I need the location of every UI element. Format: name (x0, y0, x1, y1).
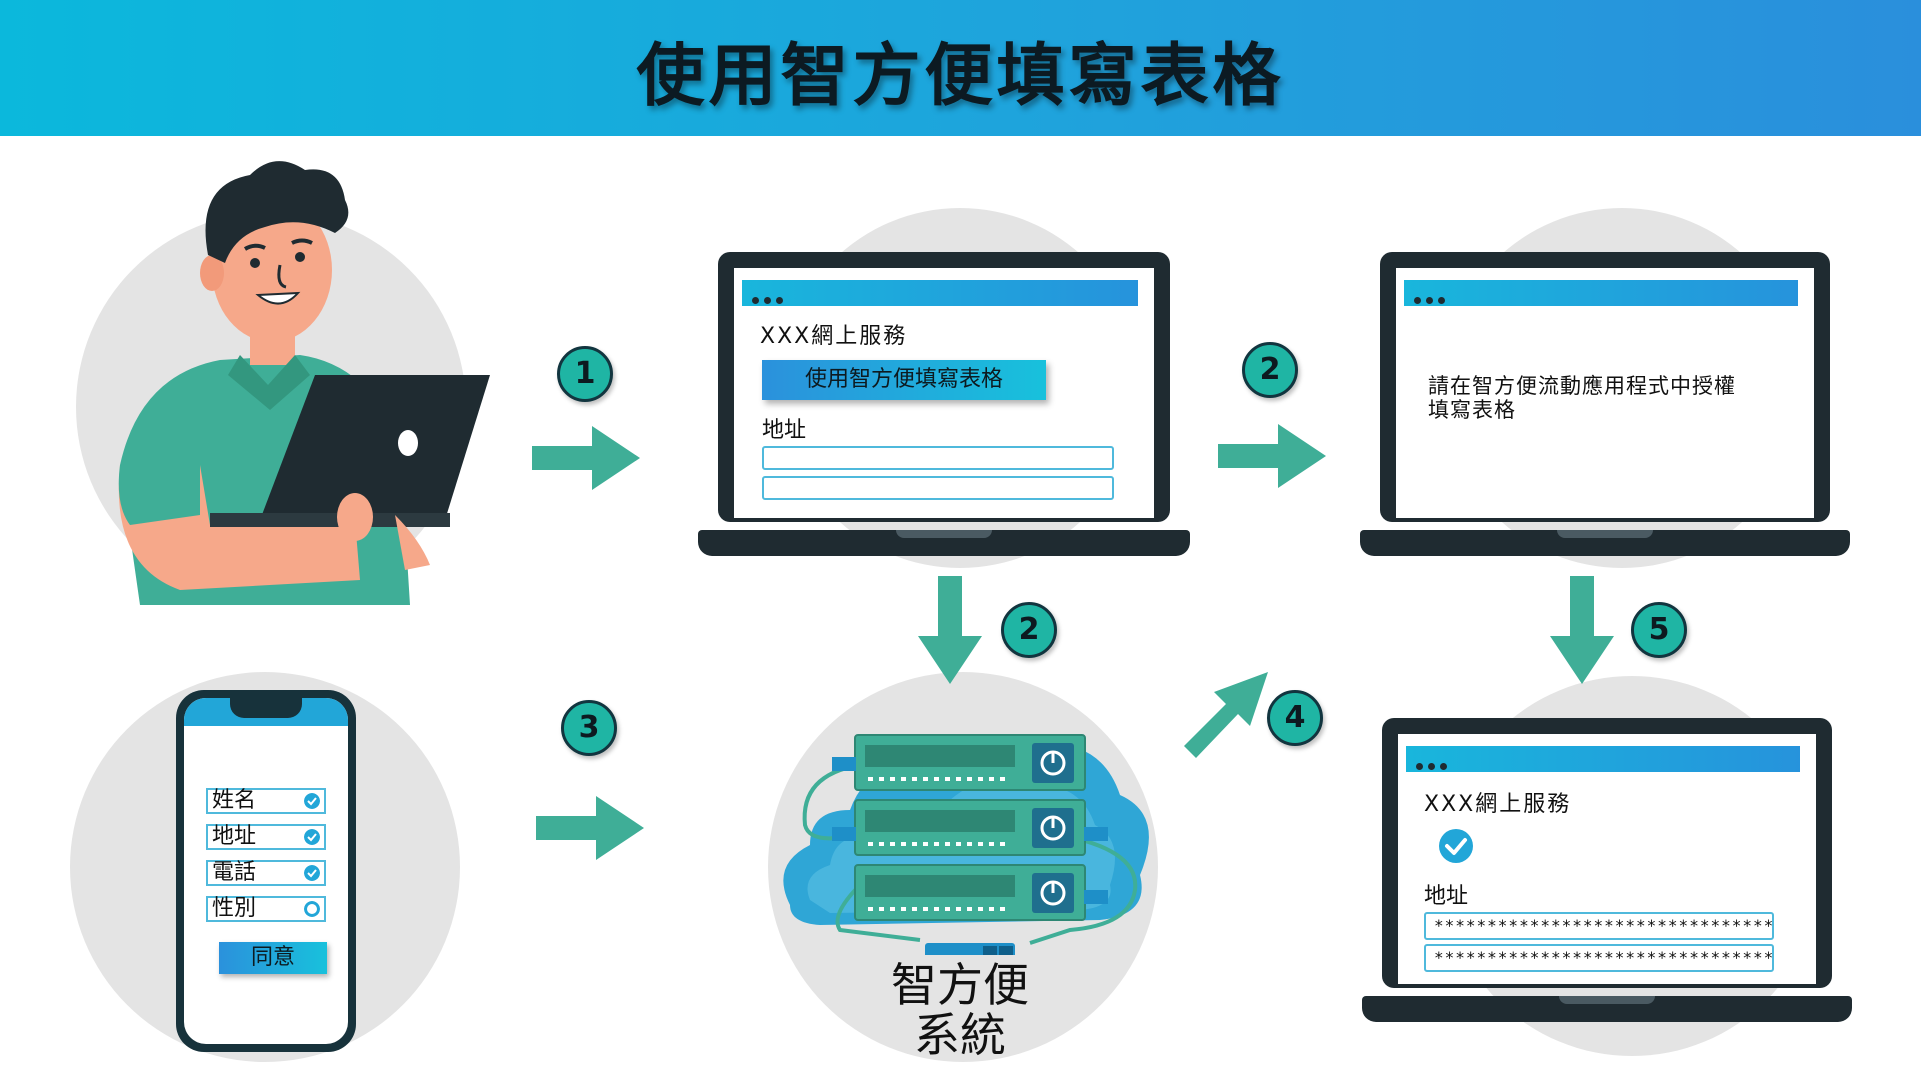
checked-icon (304, 793, 320, 809)
laptop-notch (1559, 996, 1655, 1004)
phone-field-row[interactable]: 地址 (206, 824, 326, 850)
service-name-text: XXX網上服務 (1424, 792, 1572, 817)
unchecked-icon (304, 901, 320, 917)
arrow-down-step-2 (918, 576, 982, 684)
laptop-notch (1557, 530, 1653, 538)
address-label: 地址 (762, 418, 807, 443)
browser-title-bar (742, 280, 1138, 306)
phone-field-row[interactable]: 電話 (206, 860, 326, 886)
system-label-line-2: 系統 (914, 1008, 1006, 1062)
mobile-phone: 姓名 地址 電話 性別 同意 (176, 690, 356, 1052)
use-iamsmart-button[interactable]: 使用智方便填寫表格 (762, 360, 1046, 400)
phone-notch (230, 698, 302, 718)
checked-icon (304, 865, 320, 881)
masked-address-field-1[interactable]: ******************************** (1424, 912, 1774, 940)
browser-title-bar (1406, 746, 1800, 772)
step-badge-1: 1 (557, 346, 613, 402)
window-dots-icon (1416, 755, 1456, 770)
address-label: 地址 (1424, 884, 1469, 909)
agree-button[interactable]: 同意 (219, 942, 327, 974)
step-badge-3: 3 (561, 700, 617, 756)
laptop-notch (896, 530, 992, 538)
browser-title-bar (1404, 280, 1798, 306)
step-badge-5: 5 (1631, 602, 1687, 658)
phone-field-row[interactable]: 姓名 (206, 788, 326, 814)
masked-address-field-2[interactable]: ******************************** (1424, 944, 1774, 972)
phone-field-label: 地址 (212, 824, 257, 849)
step-badge-2-down: 2 (1001, 602, 1057, 658)
laptop-filled-result: XXX網上服務 地址 *****************************… (1362, 718, 1852, 1022)
window-dots-icon (752, 289, 792, 304)
arrow-right-step-2 (1218, 424, 1326, 488)
address-field-2[interactable] (762, 476, 1114, 500)
phone-field-label: 性別 (212, 896, 257, 921)
arrow-diagonal-step-4 (1184, 672, 1268, 758)
laptop-screen (1398, 734, 1816, 984)
system-label-line-1: 智方便 (891, 958, 1029, 1012)
laptop-authorization-prompt: 請在智方便流動應用程式中授權 填寫表格 (1360, 252, 1850, 556)
window-dots-icon (1414, 289, 1454, 304)
step-badge-4: 4 (1267, 690, 1323, 746)
person-with-laptop-illustration (118, 161, 490, 605)
checked-icon (304, 829, 320, 845)
page-title: 使用智方便填寫表格 (636, 37, 1285, 116)
arrow-right-step-3 (536, 796, 644, 860)
address-field-1[interactable] (762, 446, 1114, 470)
title-banner: 使用智方便填寫表格 (0, 0, 1921, 136)
service-name-text: XXX網上服務 (760, 324, 908, 349)
iamsmart-server-cloud-illustration (783, 734, 1149, 955)
laptop-screen (1396, 268, 1814, 518)
laptop-service-form: XXX網上服務 使用智方便填寫表格 地址 (698, 252, 1190, 556)
authorization-message-line-2: 填寫表格 (1428, 398, 1516, 422)
arrow-right-step-1 (532, 426, 640, 490)
system-label: 智方便 系統 (880, 960, 1040, 1060)
phone-field-row[interactable]: 性別 (206, 896, 326, 922)
phone-field-label: 電話 (212, 860, 257, 885)
arrow-down-step-5 (1550, 576, 1614, 684)
step-badge-2-right: 2 (1242, 342, 1298, 398)
success-check-icon (1439, 829, 1473, 863)
authorization-message-line-1: 請在智方便流動應用程式中授權 (1428, 374, 1736, 398)
phone-screen: 姓名 地址 電話 性別 同意 (184, 698, 348, 1044)
phone-field-label: 姓名 (212, 788, 257, 813)
